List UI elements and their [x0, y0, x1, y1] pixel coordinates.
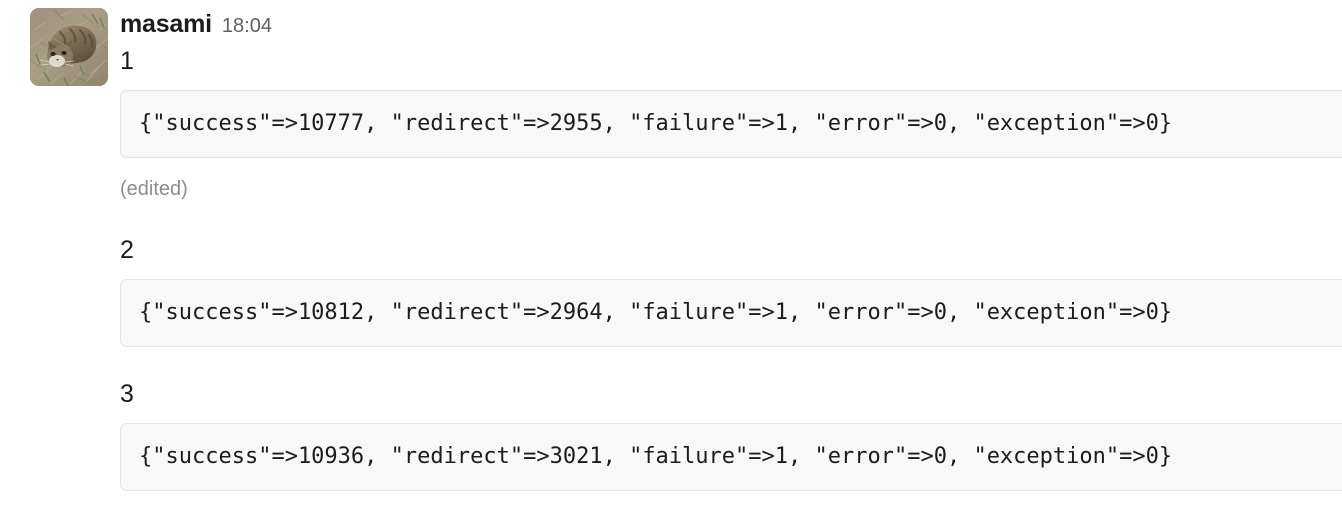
- code-text-1: {"success"=>10777, "redirect"=>2955, "fa…: [139, 111, 1173, 136]
- code-text-2: {"success"=>10812, "redirect"=>2964, "fa…: [139, 300, 1173, 325]
- cat-photo-avatar: [30, 8, 108, 86]
- avatar[interactable]: [30, 8, 108, 86]
- spacer: [120, 203, 1342, 229]
- code-block-1[interactable]: {"success"=>10777, "redirect"=>2955, "fa…: [120, 90, 1342, 158]
- username[interactable]: masami: [120, 10, 212, 38]
- code-block-2[interactable]: {"success"=>10812, "redirect"=>2964, "fa…: [120, 279, 1342, 347]
- timestamp[interactable]: 18:04: [221, 15, 272, 37]
- message-header: masami 18:04: [120, 8, 1342, 40]
- edited-label: (edited): [120, 178, 188, 200]
- spacer: [120, 347, 1342, 373]
- message-text-2: 2: [120, 236, 134, 264]
- message-text-3: 3: [120, 380, 134, 408]
- message-text-1: 1: [120, 47, 134, 75]
- code-text-3: {"success"=>10936, "redirect"=>3021, "fa…: [139, 444, 1173, 469]
- message-content: masami 18:04 1 {"success"=>10777, "redir…: [120, 8, 1342, 491]
- code-block-3[interactable]: {"success"=>10936, "redirect"=>3021, "fa…: [120, 423, 1342, 491]
